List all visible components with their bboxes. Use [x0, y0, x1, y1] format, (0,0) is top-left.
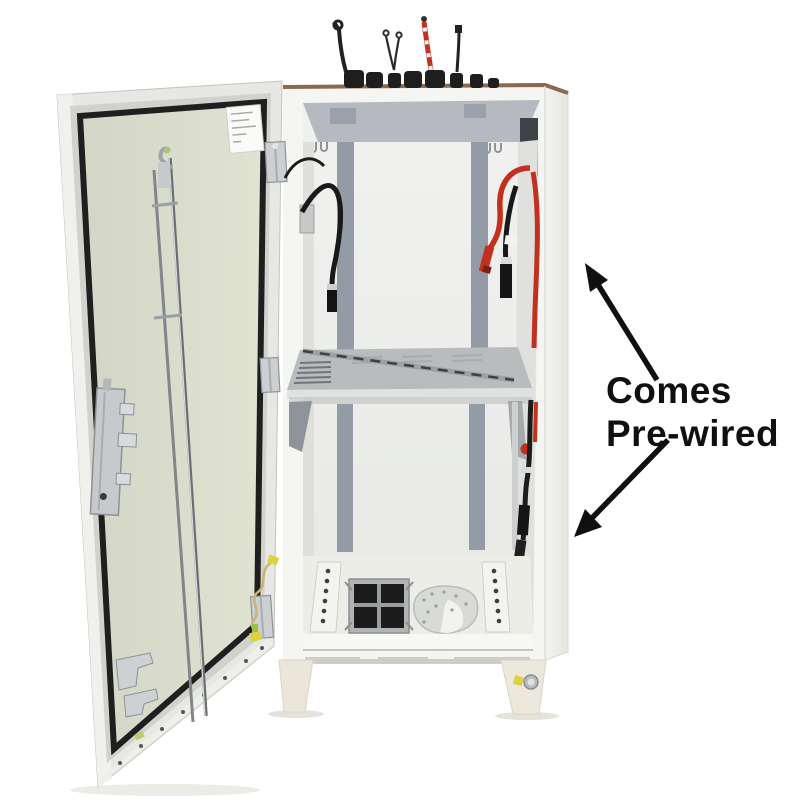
hinge-top — [264, 140, 288, 184]
roof-wire-red — [421, 21, 434, 71]
under-cabinet-shadow — [305, 657, 530, 664]
mount-stripe-upper-left — [337, 142, 354, 352]
ceiling-vent-right — [464, 104, 486, 118]
rod-bottom-brackets — [115, 652, 159, 741]
right-leg-shadow — [495, 712, 559, 720]
annotation-line2: Pre-wired — [606, 413, 779, 454]
ground-sleeve — [252, 624, 258, 632]
hardware-bag — [413, 585, 479, 634]
positive-cable-lower — [533, 401, 538, 443]
mount-stripe-lower-right — [469, 404, 485, 550]
vent-grid — [344, 578, 414, 634]
roof-wiring — [332, 16, 499, 88]
negative-cable-right — [503, 185, 519, 263]
arrow-lower — [574, 438, 670, 537]
lower-connector-1 — [516, 504, 531, 536]
rail-holes-right — [491, 568, 502, 624]
ring-lug-3 — [395, 31, 403, 39]
negative-cable-left — [299, 183, 344, 287]
grounding-bolt-head — [527, 678, 535, 686]
rod-guide — [158, 162, 170, 188]
floor-area — [303, 556, 533, 651]
mount-stripe-lower-left — [337, 404, 353, 552]
yellow-ground-lug — [512, 675, 524, 687]
floor-front-lip — [303, 634, 533, 650]
shelf-front-edge — [287, 388, 532, 399]
mount-rail-left — [309, 561, 342, 633]
ground-lug-bottom — [249, 630, 263, 643]
hinge-middle — [259, 356, 281, 394]
cabinet-right-side — [544, 83, 569, 661]
cabinet-body — [282, 82, 569, 661]
roof-wire-black-2 — [455, 31, 461, 73]
cabinet-interior — [287, 100, 540, 651]
cable-label-tag — [504, 235, 518, 246]
shelf-support-rod-detail — [302, 349, 515, 382]
cable-glands — [344, 70, 499, 88]
cable-band — [327, 284, 337, 290]
base-tab-2 — [428, 652, 454, 659]
base-and-legs — [278, 652, 547, 715]
rail-holes-left — [320, 568, 331, 624]
door-left-edge-highlight — [57, 94, 112, 787]
arrow-lower-head — [574, 509, 602, 537]
ground-lug-top — [266, 554, 280, 566]
positive-tip — [482, 265, 492, 274]
door-bottom-flange — [98, 638, 274, 786]
hook-green-tip — [163, 146, 171, 154]
left-leg-shadow — [268, 710, 324, 718]
negative-connector-right — [500, 264, 512, 298]
positive-cable-right — [487, 165, 531, 250]
door-shadow — [70, 784, 260, 796]
arrow-upper-head — [585, 263, 608, 292]
arrow-upper-shaft — [594, 281, 660, 382]
latch-keyhole — [99, 492, 107, 500]
door-ground-wire — [249, 554, 280, 643]
shelf-shadow — [289, 397, 532, 404]
door — [56, 80, 283, 788]
ring-lug-1 — [332, 19, 344, 31]
cable-band-2 — [501, 257, 512, 264]
roof-wire-pair — [384, 35, 401, 71]
right-leg — [500, 659, 547, 715]
green-cable-tie — [134, 731, 145, 741]
left-leg — [278, 659, 314, 713]
lug-5 — [455, 25, 462, 33]
mount-rail-right — [481, 561, 511, 633]
arrow-upper — [585, 263, 660, 382]
arrow-lower-shaft — [589, 438, 670, 521]
positive-connector — [478, 245, 495, 273]
cable-connector-left — [327, 290, 337, 312]
mount-stripe-upper-right — [471, 142, 488, 350]
lug-4 — [421, 16, 427, 22]
spec-label-sticker — [225, 104, 265, 154]
shelf-slots-dark — [293, 361, 332, 384]
shelf-bracket-left — [289, 401, 312, 452]
hinge-area-wire — [283, 157, 326, 179]
ceiling-vent-left — [330, 108, 356, 124]
lock-rods — [151, 146, 208, 723]
cable-band-3 — [521, 467, 531, 473]
positive-cable-drop — [530, 171, 540, 349]
upper-battery-cables — [299, 165, 540, 349]
ring-lug-2 — [382, 29, 390, 37]
annotation: Comes Pre-wired — [574, 263, 779, 537]
annotation-line1: Comes — [606, 370, 732, 411]
right-rail-chrome — [512, 402, 518, 550]
flange-holes — [118, 646, 264, 765]
door-latch — [89, 378, 138, 517]
base-tab-1 — [360, 652, 378, 659]
